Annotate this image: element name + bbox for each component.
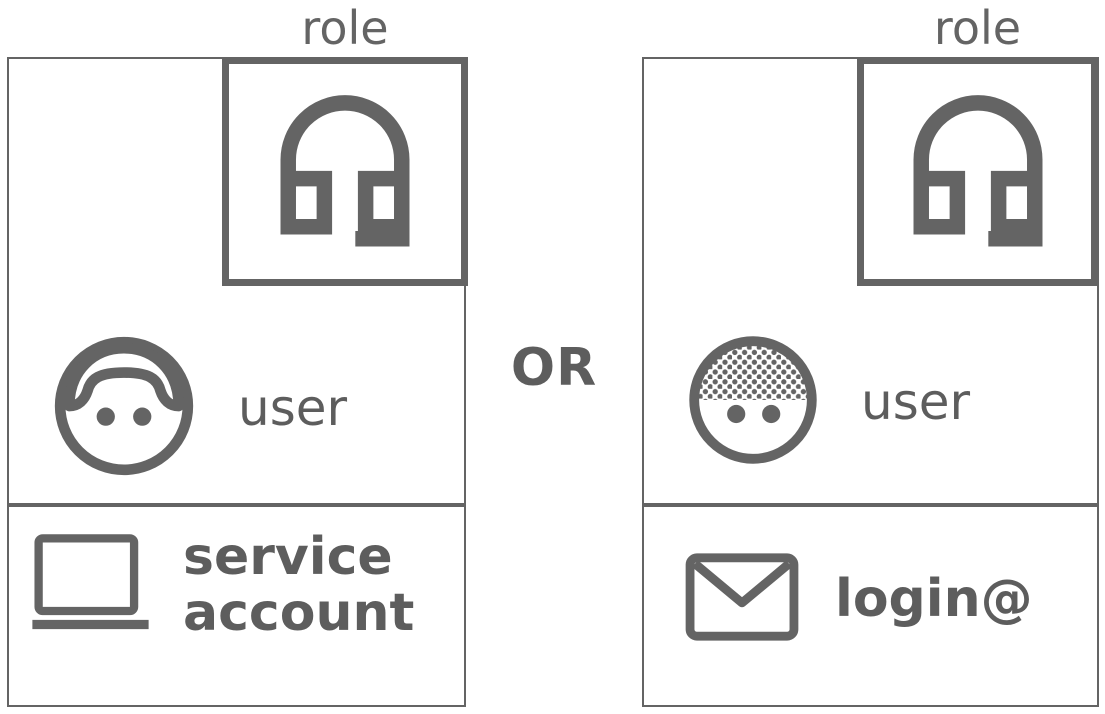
user-row-left: user (48, 330, 347, 486)
headset-icon (892, 84, 1064, 260)
user-label-right: user (861, 373, 971, 431)
envelope-icon (683, 548, 801, 650)
laptop-icon (28, 528, 153, 642)
service-account-row-left: service account (28, 528, 414, 642)
panel-right-row-divider (642, 503, 1099, 507)
user-face-bowlcut-icon (48, 330, 200, 486)
service-account-label-left: service account (183, 526, 415, 643)
user-face-dotted-hair-icon (683, 330, 823, 474)
role-label-left: role (301, 1, 389, 55)
login-label-right: login@ (835, 568, 1033, 629)
headset-icon (259, 84, 431, 260)
user-row-right: user (683, 330, 970, 474)
role-label-right: role (933, 1, 1022, 55)
user-label-left: user (238, 379, 348, 437)
role-box-left (222, 57, 468, 286)
role-box-right (857, 57, 1098, 286)
panel-left-row-divider (7, 503, 466, 507)
or-connector: OR (510, 338, 598, 398)
login-row-right: login@ (683, 548, 1033, 650)
